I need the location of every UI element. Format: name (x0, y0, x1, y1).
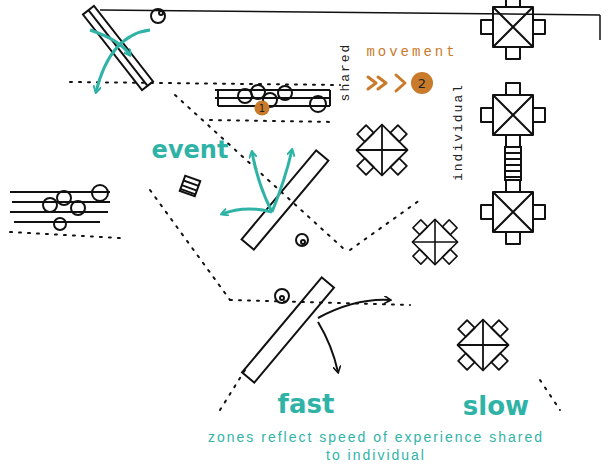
zone-label: event (152, 138, 229, 162)
callout-number: 1 (255, 101, 270, 116)
axis-label: shared (339, 43, 352, 102)
axis-label: individual (452, 83, 465, 181)
callout-number: 2 (411, 72, 433, 94)
zone-label: movement (366, 45, 457, 59)
caption: zones reflect speed of experience shared… (206, 428, 546, 464)
zone-label: fast (278, 391, 335, 417)
zone-label: slow (463, 393, 529, 419)
